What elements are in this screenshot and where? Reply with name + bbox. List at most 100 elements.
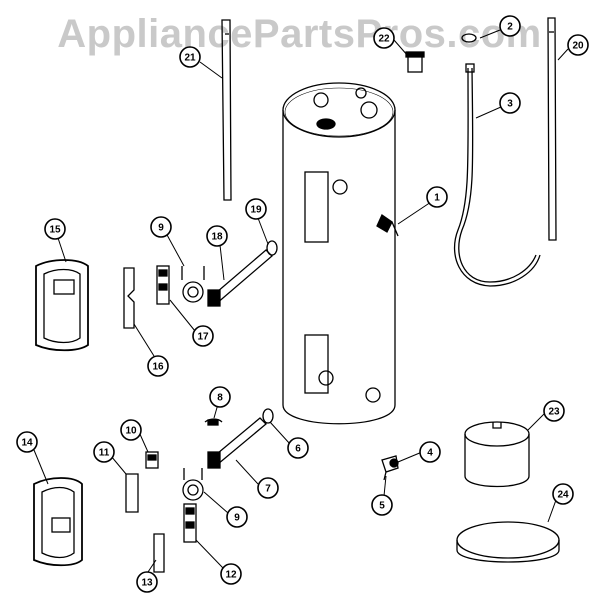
lower-thermostat-12 xyxy=(183,503,197,543)
expansion-tank xyxy=(464,421,530,488)
callout-number: 10 xyxy=(125,426,137,437)
callout-number: 21 xyxy=(184,53,196,64)
flexible-anode-rod xyxy=(453,63,541,287)
callout-number: 13 xyxy=(141,578,153,589)
callout-9: 9 xyxy=(226,506,248,528)
callout-circle xyxy=(567,34,589,56)
callout-circle xyxy=(371,494,393,516)
callout-number: 15 xyxy=(49,225,61,236)
callout-number: 17 xyxy=(197,332,209,343)
callout-number: 22 xyxy=(378,34,390,45)
callout-number: 24 xyxy=(557,490,569,501)
callout-circle xyxy=(120,419,142,441)
lower-heating-element xyxy=(207,417,267,469)
callout-11: 11 xyxy=(93,441,115,463)
drain-valve-upper xyxy=(376,214,399,237)
element-bracket-upper xyxy=(181,266,205,303)
callout-number: 18 xyxy=(211,232,223,243)
callout-9: 9 xyxy=(150,216,172,238)
wire-clip xyxy=(204,418,223,426)
callout-circle xyxy=(16,431,38,453)
callout-circle xyxy=(192,325,214,347)
callout-2: 2 xyxy=(499,15,521,37)
callout-3: 3 xyxy=(499,92,521,114)
callout-number: 23 xyxy=(548,407,560,418)
lower-gasket xyxy=(262,408,274,424)
callout-circle xyxy=(150,216,172,238)
hot-outlet-nipple-tube xyxy=(547,17,557,241)
callout-8: 8 xyxy=(209,386,231,408)
callout-number: 20 xyxy=(572,41,584,52)
callout-circle xyxy=(220,563,242,585)
water-heater-tank xyxy=(282,82,396,425)
callout-circle xyxy=(257,477,279,499)
upper-gasket xyxy=(266,240,278,256)
callout-number: 9 xyxy=(234,513,240,524)
callout-number: 7 xyxy=(265,484,271,495)
fitting-part xyxy=(405,51,425,73)
upper-heating-element xyxy=(207,249,273,307)
upper-thermostat xyxy=(156,265,170,305)
callout-1: 1 xyxy=(426,186,448,208)
cold-inlet-dip-tube xyxy=(221,19,232,201)
upper-access-cover xyxy=(35,259,89,352)
callout-22: 22 xyxy=(373,27,395,49)
callout-5: 5 xyxy=(371,494,393,516)
callout-circle xyxy=(93,441,115,463)
callout-10: 10 xyxy=(120,419,142,441)
callout-circle xyxy=(206,225,228,247)
callout-16: 16 xyxy=(147,355,169,377)
callout-number: 16 xyxy=(152,362,164,373)
callout-19: 19 xyxy=(245,198,267,220)
upper-insulation-pad xyxy=(123,267,135,329)
drain-pan xyxy=(456,521,560,563)
callout-number: 11 xyxy=(99,448,110,459)
callout-12: 12 xyxy=(220,563,242,585)
drain-valve-lower xyxy=(381,455,399,481)
element-bracket-lower xyxy=(182,468,204,501)
callout-number: 4 xyxy=(427,448,433,459)
callout-circle xyxy=(136,571,158,593)
callout-circle xyxy=(499,15,521,37)
callout-14: 14 xyxy=(16,431,38,453)
callout-number: 2 xyxy=(507,22,513,33)
lower-thermostat-10 xyxy=(145,451,159,469)
callout-17: 17 xyxy=(192,325,214,347)
callout-number: 1 xyxy=(434,193,440,204)
callout-18: 18 xyxy=(206,225,228,247)
callout-circle xyxy=(543,400,565,422)
callout-number: 19 xyxy=(250,205,262,216)
callout-15: 15 xyxy=(44,218,66,240)
callout-circle xyxy=(373,27,395,49)
callout-circle xyxy=(499,92,521,114)
callout-23: 23 xyxy=(543,400,565,422)
callout-number: 5 xyxy=(379,501,385,512)
washer-part xyxy=(461,33,477,43)
callout-circle xyxy=(147,355,169,377)
lower-access-cover xyxy=(33,477,83,567)
callout-number: 6 xyxy=(295,444,301,455)
callout-circle xyxy=(226,506,248,528)
leader-lines xyxy=(33,29,569,573)
callout-circle xyxy=(245,198,267,220)
lower-insulation-pad xyxy=(125,473,165,573)
callout-circle xyxy=(44,218,66,240)
callout-number: 3 xyxy=(507,99,513,110)
callout-20: 20 xyxy=(567,34,589,56)
callout-13: 13 xyxy=(136,571,158,593)
callout-number: 8 xyxy=(217,393,223,404)
callout-number: 14 xyxy=(21,438,33,449)
callout-24: 24 xyxy=(552,483,574,505)
callout-circle xyxy=(426,186,448,208)
callout-6: 6 xyxy=(287,437,309,459)
callout-circle xyxy=(552,483,574,505)
callout-number: 12 xyxy=(225,570,237,581)
callout-circle xyxy=(287,437,309,459)
callout-number: 9 xyxy=(158,223,164,234)
callout-7: 7 xyxy=(257,477,279,499)
callout-circle xyxy=(419,441,441,463)
callout-circle xyxy=(179,46,201,68)
callout-4: 4 xyxy=(419,441,441,463)
